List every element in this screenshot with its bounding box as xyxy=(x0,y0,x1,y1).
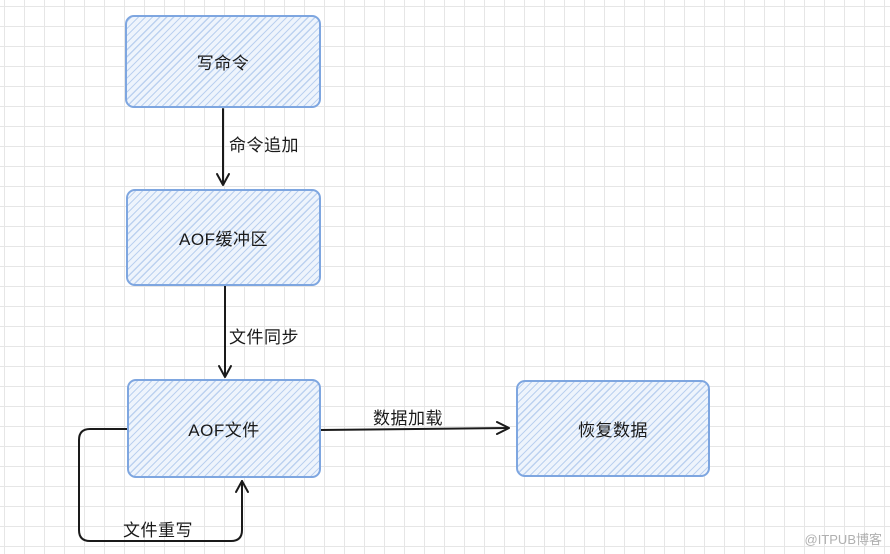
arrowhead-data-load xyxy=(496,421,510,435)
node-aof-buffer: AOF缓冲区 xyxy=(126,189,321,286)
node-aof-file: AOF文件 xyxy=(127,379,321,478)
edge-label-data-load: 数据加载 xyxy=(373,409,443,428)
node-write-command: 写命令 xyxy=(125,15,321,108)
watermark: @ITPUB博客 xyxy=(804,532,882,547)
edge-label-command-append: 命令追加 xyxy=(229,136,299,155)
arrow-data-load xyxy=(319,427,509,431)
node-label: AOF缓冲区 xyxy=(179,230,268,249)
edge-label-file-sync: 文件同步 xyxy=(229,328,299,347)
arrowhead-command-append xyxy=(216,173,230,186)
node-label: 写命令 xyxy=(196,54,250,73)
node-label: 恢复数据 xyxy=(578,421,648,440)
node-restore-data: 恢复数据 xyxy=(516,380,710,477)
node-label: AOF文件 xyxy=(188,421,260,440)
arrow-file-rewrite xyxy=(78,428,243,542)
arrowhead-file-sync xyxy=(218,365,232,378)
arrowhead-file-rewrite xyxy=(235,480,249,493)
edge-label-file-rewrite: 文件重写 xyxy=(123,521,193,540)
